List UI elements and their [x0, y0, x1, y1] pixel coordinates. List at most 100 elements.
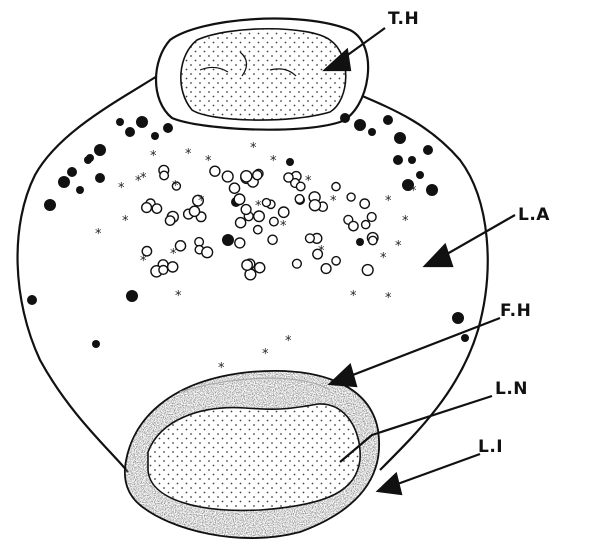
- ring-cell: [254, 226, 262, 234]
- filled-dot: [452, 312, 464, 324]
- asterisk-mark: *: [185, 147, 192, 162]
- filled-dot: [383, 115, 393, 125]
- ring-cell: [142, 203, 152, 213]
- filled-dot: [58, 176, 70, 188]
- ring-cell: [362, 265, 373, 276]
- ring-cell: [241, 205, 251, 215]
- la-arrowhead: [425, 245, 452, 266]
- ring-cell: [296, 182, 305, 191]
- asterisk-mark: *: [330, 194, 337, 209]
- filled-dot: [151, 132, 159, 140]
- filled-dot: [394, 132, 406, 144]
- ring-cell: [279, 207, 289, 217]
- ring-cell: [360, 199, 369, 208]
- asterisk-mark: *: [385, 291, 392, 306]
- label-th: T.H: [388, 9, 419, 29]
- ring-cell: [175, 241, 185, 251]
- filled-dot: [416, 171, 424, 179]
- asterisk-mark: *: [350, 289, 357, 304]
- asterisk-mark: *: [305, 174, 312, 189]
- filled-dot: [126, 290, 138, 302]
- asterisk-mark: *: [410, 184, 417, 199]
- ring-cell: [234, 194, 245, 205]
- ring-cell: [241, 171, 252, 182]
- ring-cell: [369, 236, 377, 244]
- filled-dot: [86, 154, 94, 162]
- ring-cell: [222, 171, 233, 182]
- ring-cell: [262, 199, 270, 207]
- fh-arrow: [345, 318, 500, 378]
- asterisk-mark: *: [380, 251, 387, 266]
- asterisk-mark: *: [172, 179, 179, 194]
- ring-cell: [362, 221, 370, 229]
- asterisk-mark: *: [118, 181, 125, 196]
- filled-dot: [393, 155, 403, 165]
- ring-cell: [268, 235, 277, 244]
- filled-dot: [27, 295, 37, 305]
- ring-cell: [160, 171, 169, 180]
- asterisk-mark: *: [270, 154, 277, 169]
- ring-cell: [255, 263, 265, 273]
- filled-dot: [354, 119, 366, 131]
- filled-dot: [125, 127, 135, 137]
- ring-cell: [159, 266, 168, 275]
- filled-dot: [426, 184, 438, 196]
- asterisk-mark: *: [175, 289, 182, 304]
- filled-dot: [461, 334, 469, 342]
- ring-cell: [306, 234, 315, 243]
- ring-cell: [332, 183, 340, 191]
- ring-cell: [309, 200, 320, 211]
- filled-dot: [136, 116, 148, 128]
- filled-dot: [286, 158, 294, 166]
- li-arrow: [392, 454, 480, 486]
- th-lobe: [156, 19, 368, 130]
- ring-cell: [253, 171, 262, 180]
- filled-dot: [94, 144, 106, 156]
- ln-body: [125, 371, 379, 538]
- ring-cell: [235, 238, 245, 248]
- asterisk-mark: *: [205, 154, 212, 169]
- ring-cell: [236, 218, 246, 228]
- filled-dot: [44, 199, 56, 211]
- filled-dot: [368, 128, 376, 136]
- ring-cell: [295, 195, 304, 204]
- ring-cell: [165, 216, 174, 225]
- filled-dot: [423, 145, 433, 155]
- asterisk-mark: *: [318, 244, 325, 259]
- ring-cell: [332, 257, 340, 265]
- filled-dot: [356, 238, 364, 246]
- ring-cell: [152, 204, 161, 213]
- asterisk-mark: *: [395, 239, 402, 254]
- asterisk-mark: *: [198, 194, 205, 209]
- ring-cell: [284, 173, 293, 182]
- li-arrowhead: [378, 474, 401, 494]
- filled-dot: [222, 234, 234, 246]
- ring-cell: [347, 193, 355, 201]
- filled-dot: [340, 113, 350, 123]
- fh-arrowhead: [330, 365, 356, 386]
- ring-cell: [349, 221, 358, 230]
- ring-cell: [270, 217, 279, 226]
- asterisk-mark: *: [150, 149, 157, 164]
- ring-cell: [242, 260, 252, 270]
- ring-cell: [293, 259, 302, 268]
- filled-dot: [95, 173, 105, 183]
- filled-dot: [76, 186, 84, 194]
- filled-dot: [92, 340, 100, 348]
- asterisk-mark: *: [402, 214, 409, 229]
- filled-dot: [67, 167, 77, 177]
- asterisk-mark: *: [95, 227, 102, 242]
- asterisk-mark: *: [255, 199, 262, 214]
- ring-cell: [229, 183, 239, 193]
- la-arrow: [440, 215, 515, 258]
- filled-dot: [116, 118, 124, 126]
- asterisk-mark: *: [385, 194, 392, 209]
- asterisk-mark: *: [140, 171, 147, 186]
- label-fh: F.H: [500, 301, 531, 321]
- filled-dot: [408, 156, 416, 164]
- asterisk-mark: *: [140, 254, 147, 269]
- label-ln: L.N: [495, 379, 528, 399]
- ring-cell: [321, 264, 331, 274]
- cell-scatter: ******************************: [27, 113, 469, 376]
